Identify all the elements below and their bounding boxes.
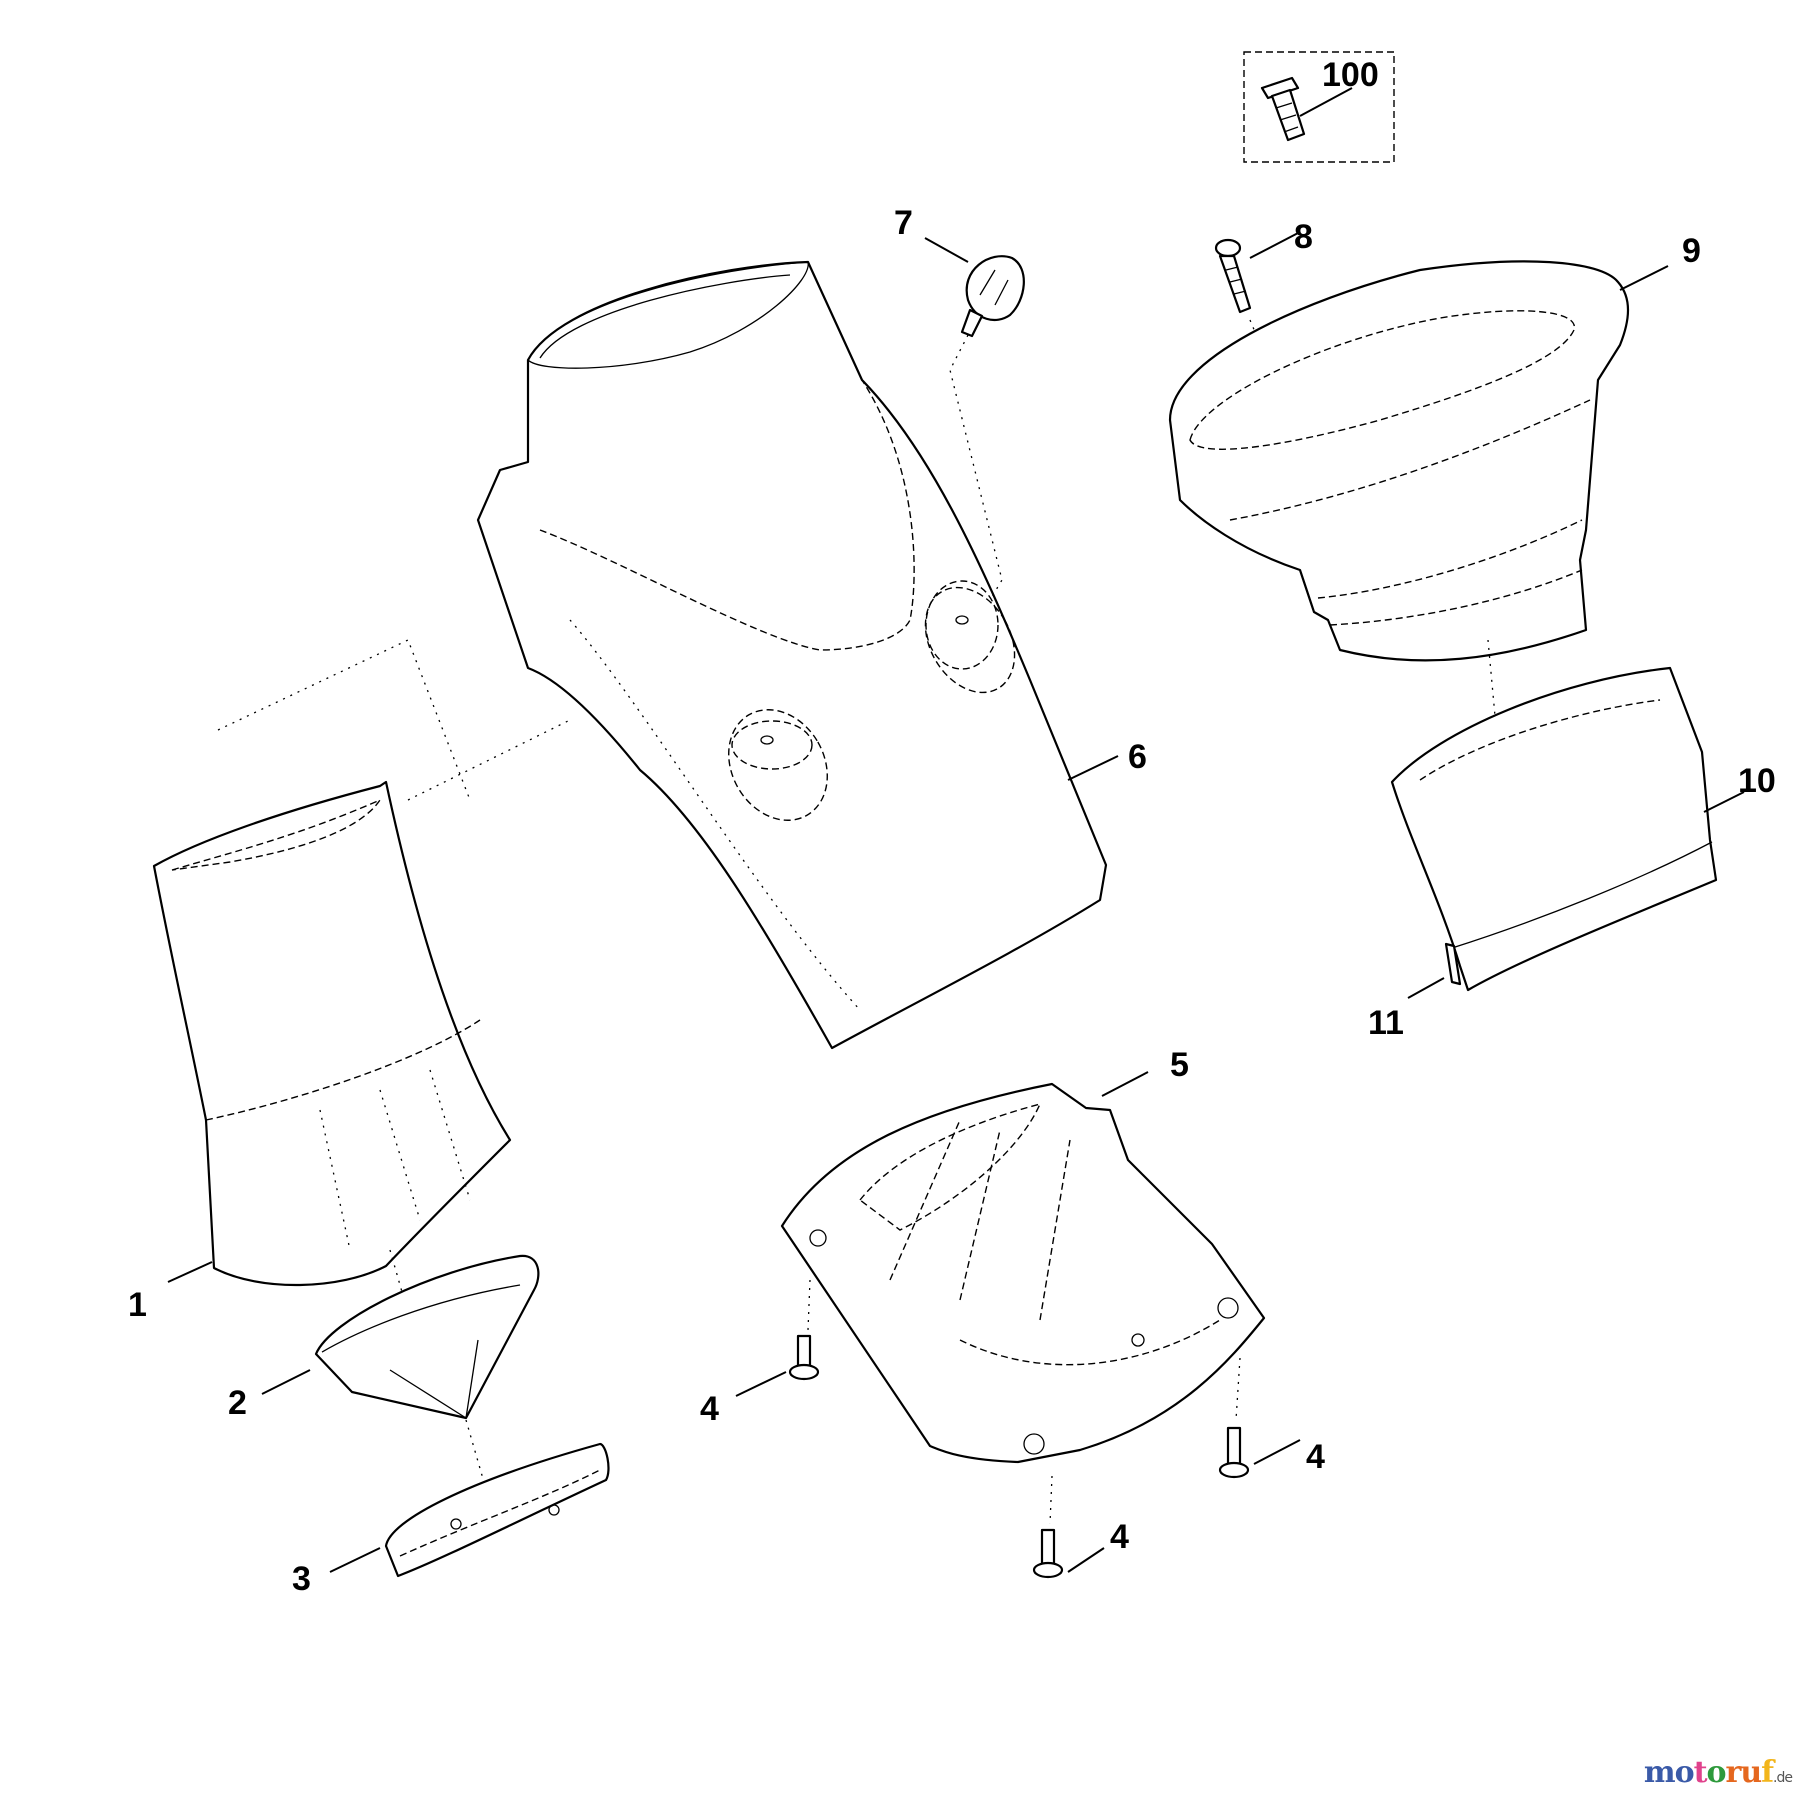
screw-part-8	[1214, 231, 1301, 421]
watermark-letter: o	[1674, 1755, 1695, 1790]
callout-100[interactable]: 100	[1322, 56, 1379, 94]
watermark-letter: m	[1643, 1755, 1676, 1790]
watermark-letter: u	[1740, 1755, 1762, 1790]
screw-part-4-left	[735, 1279, 820, 1397]
callout-11[interactable]: 11	[1368, 1004, 1404, 1042]
callout-9[interactable]: 9	[1682, 232, 1701, 270]
callout-1[interactable]: 1	[128, 1286, 147, 1324]
deflector-cone-part-2	[261, 1254, 540, 1511]
clamp-ring-part-3	[329, 1442, 610, 1578]
motoruf-watermark: motoruf.de	[1643, 1755, 1793, 1790]
callout-6[interactable]: 6	[1128, 738, 1147, 776]
watermark-letter: o	[1706, 1755, 1727, 1790]
sleeve-part-10	[1390, 666, 1745, 992]
watermark-suffix: .de	[1773, 1770, 1793, 1786]
callout-3[interactable]: 3	[292, 1560, 311, 1598]
watermark-letter: r	[1725, 1755, 1742, 1790]
hopper-bowl-part-9	[1168, 260, 1669, 771]
callout-4a[interactable]: 4	[700, 1390, 719, 1428]
callout-4c[interactable]: 4	[1306, 1438, 1325, 1476]
screw-icon	[1260, 76, 1306, 142]
callout-2[interactable]: 2	[228, 1384, 247, 1422]
thumb-knob-part-7	[924, 237, 1025, 601]
watermark-letter: t	[1693, 1755, 1708, 1790]
callout-10[interactable]: 10	[1738, 762, 1776, 800]
kit-box-100	[1243, 51, 1395, 163]
discharge-chute-part-6	[217, 260, 1119, 1050]
watermark-letter: f	[1761, 1755, 1774, 1790]
callout-5[interactable]: 5	[1170, 1046, 1189, 1084]
tab-part-11	[1407, 942, 1462, 999]
callout-7[interactable]: 7	[894, 204, 913, 242]
screw-part-4-bottom	[1032, 1475, 1105, 1579]
screw-part-4-right	[1218, 1357, 1301, 1479]
callout-4b[interactable]: 4	[1110, 1518, 1129, 1556]
lower-chute-housing-part-1	[152, 780, 512, 1321]
callout-8[interactable]: 8	[1294, 218, 1313, 256]
base-plate-part-5	[780, 1071, 1266, 1464]
